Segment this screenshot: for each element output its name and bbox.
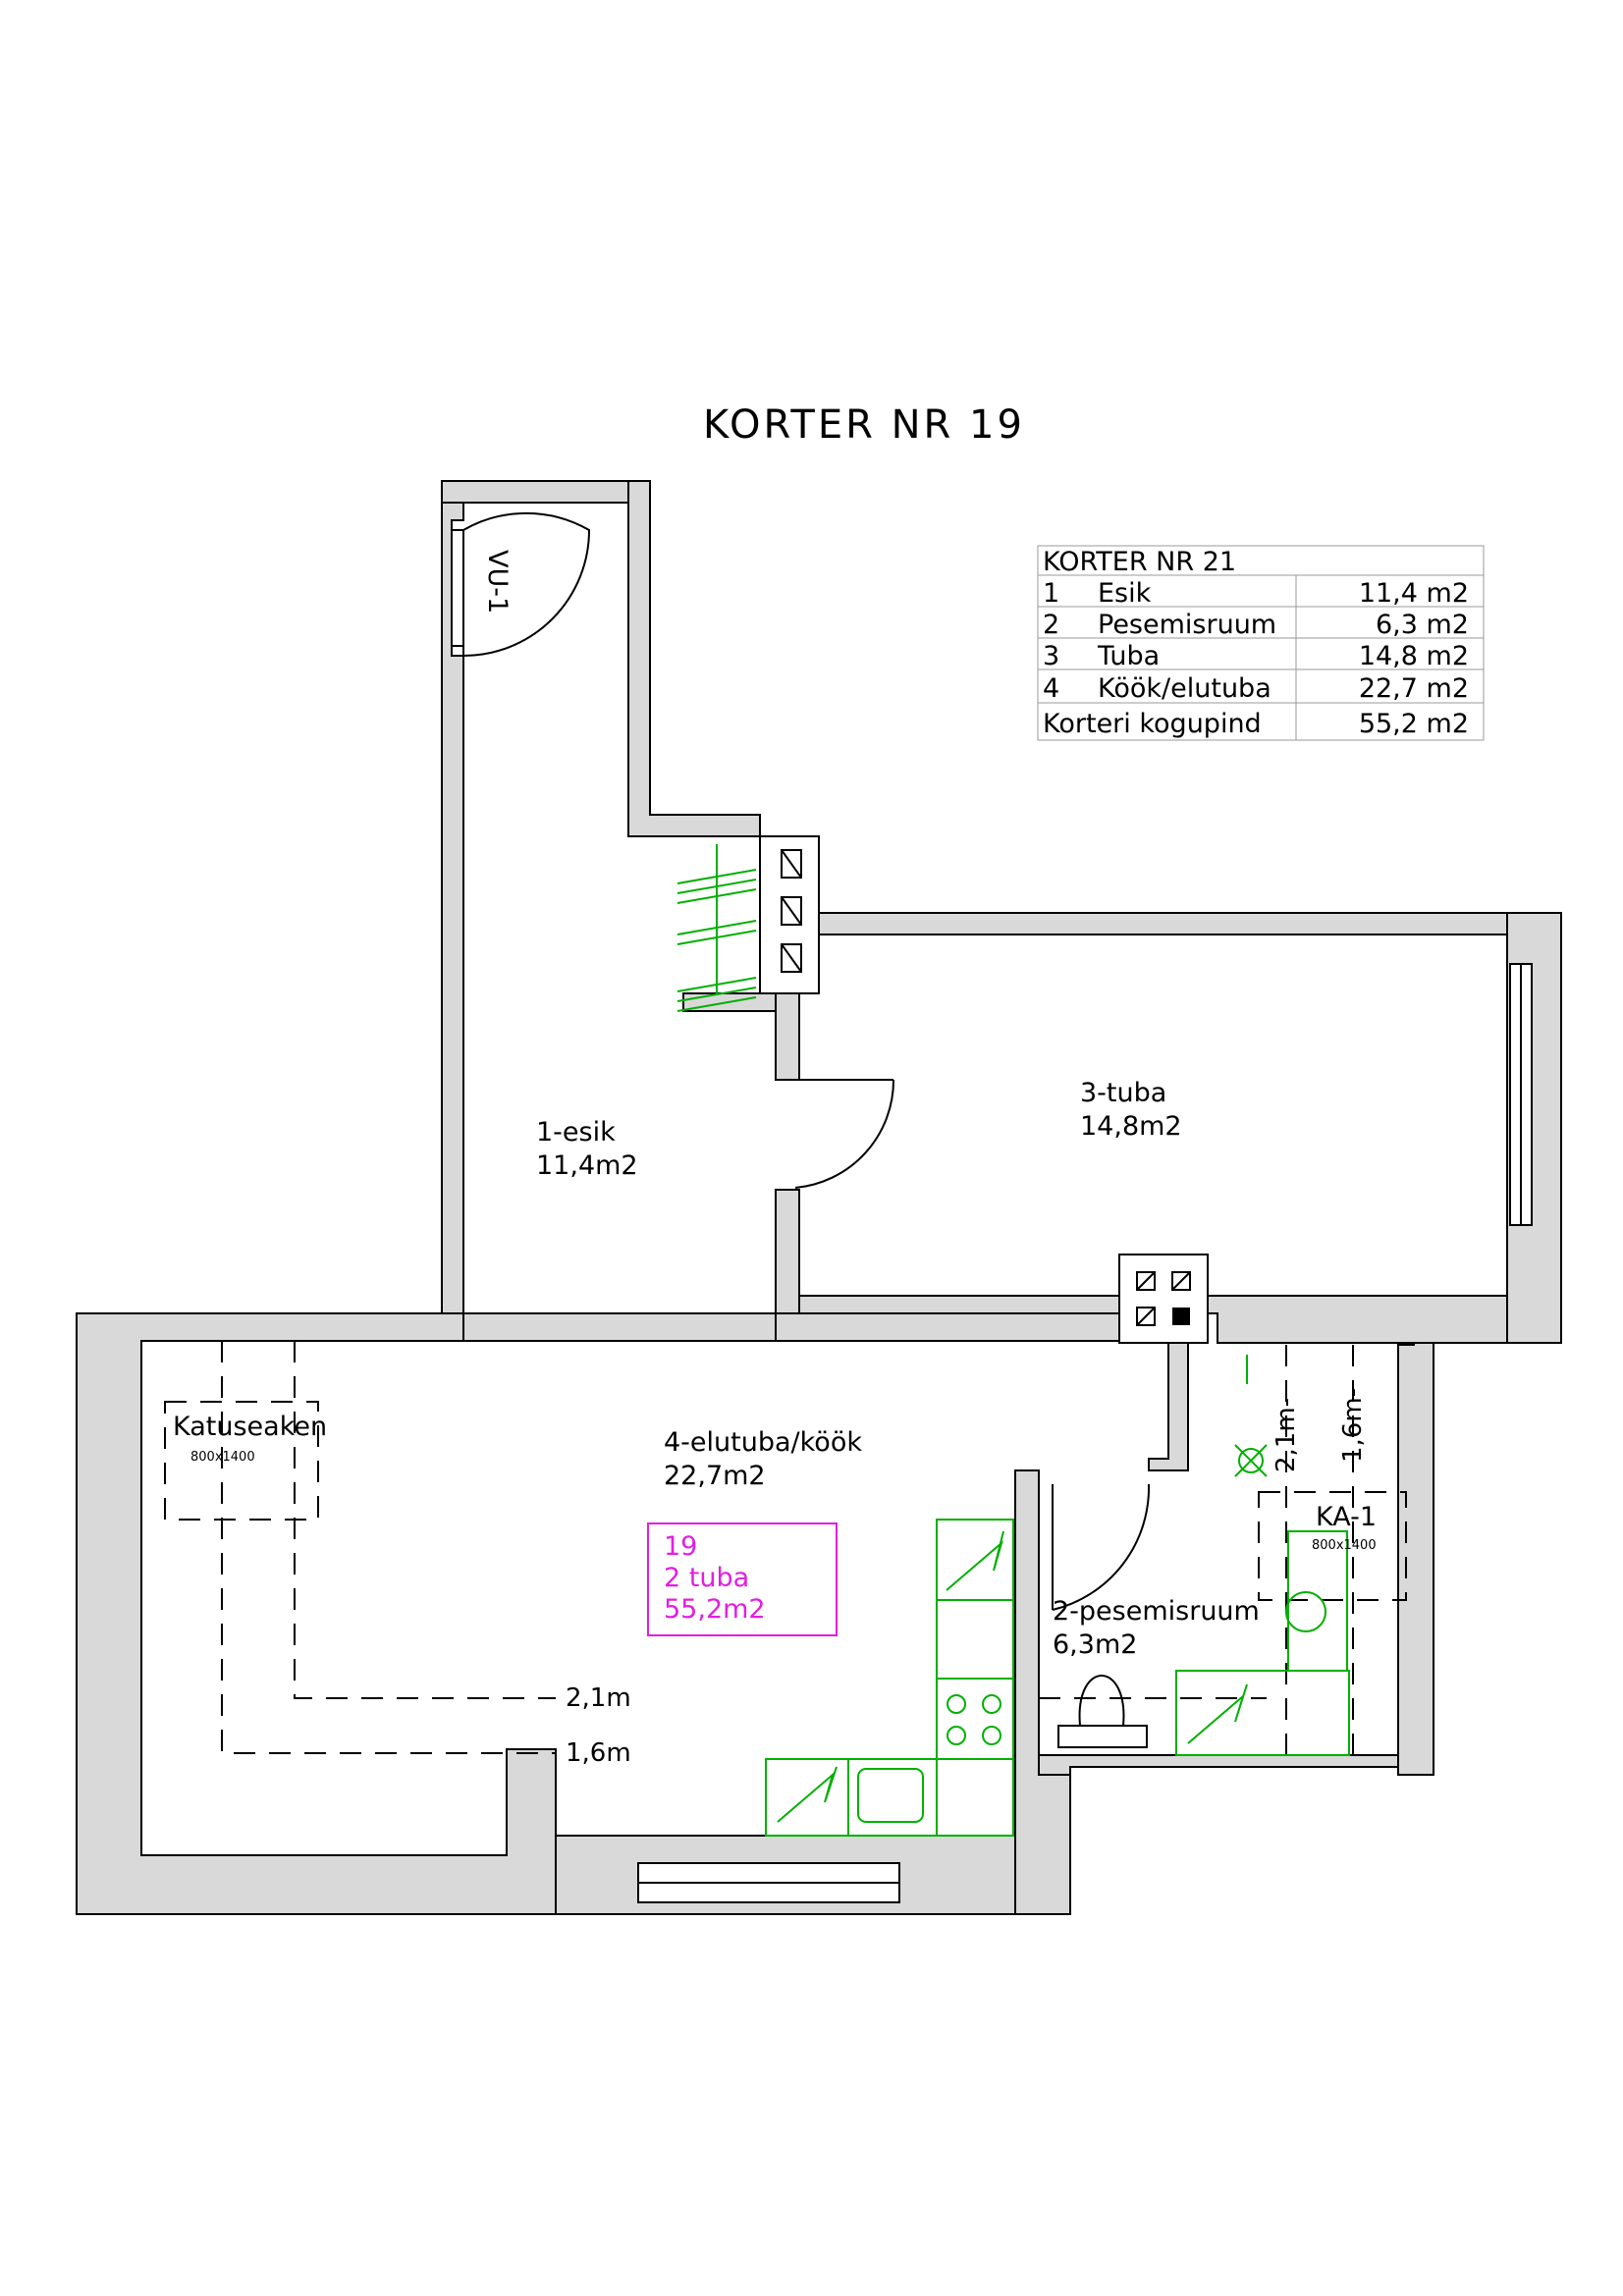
table-row-area: 22,7 m2 [1359,673,1469,704]
tuba-door [794,1079,895,1189]
table-row-name: Pesemisruum [1098,610,1276,640]
room-tuba-area: 14,8m2 [1080,1111,1182,1142]
bathroom-door [1052,1483,1151,1611]
height-label-21: 2,1m [566,1683,631,1713]
table-row-nr: 1 [1043,578,1059,609]
table-row-nr: 3 [1043,641,1059,671]
green-hatch [676,844,757,1012]
room-elutuba-name: 4-elutuba/köök [664,1427,862,1458]
table-row-area: 11,4 m2 [1359,578,1469,609]
summary-line-3: 55,2m2 [664,1594,766,1625]
entry-door: VU-1 [462,511,591,657]
table-row-area: 6,3 m2 [1376,610,1469,640]
table-total-area: 55,2 m2 [1359,709,1469,739]
roof-window-label: Katuseaken [173,1412,327,1442]
dashed-lines [164,1312,1407,1757]
ventilation-shaft [759,835,820,994]
area-table: KORTER NR 21 1 Esik 11,4 m2 2 Pesemisruu… [1037,545,1485,741]
door-vu-label: VU-1 [482,550,513,614]
height-label-16: 1,6m [566,1738,631,1768]
service-shaft [1118,1254,1209,1344]
ka-window-size: 800x1400 [1312,1538,1377,1553]
bathroom-fixtures [1057,1355,1350,1756]
table-row-nr: 2 [1043,610,1059,640]
windows [451,529,1533,1903]
room-esik-area: 11,4m2 [536,1150,638,1181]
room-pesemisruum-name: 2-pesemisruum [1053,1596,1260,1627]
roof-window-size: 800x1400 [190,1450,255,1465]
table-row-name: Köök/elutuba [1098,673,1271,704]
room-pesemisruum-area: 6,3m2 [1053,1629,1137,1660]
summary-line-1: 19 [664,1531,697,1562]
room-tuba-name: 3-tuba [1080,1078,1166,1108]
room-esik-name: 1-esik [536,1117,616,1148]
summary-box: 19 2 tuba 55,2m2 [647,1522,838,1636]
table-row-area: 14,8 m2 [1359,641,1469,671]
table-row-name: Esik [1098,578,1152,609]
plan-title: KORTER NR 19 [703,402,1025,448]
kitchen-fixtures [765,1519,1014,1837]
height-label-16-vertical: 1,6m- [1338,1388,1368,1463]
ka-window-label: KA-1 [1316,1502,1377,1532]
table-row-name: Tuba [1097,641,1160,671]
table-total-name: Korteri kogupind [1043,709,1262,739]
room-elutuba-area: 22,7m2 [664,1461,766,1491]
summary-line-2: 2 tuba [664,1563,749,1593]
table-row-nr: 4 [1043,673,1059,704]
height-label-21-vertical: 2,1m- [1271,1398,1301,1472]
table-header: KORTER NR 21 [1043,547,1236,577]
